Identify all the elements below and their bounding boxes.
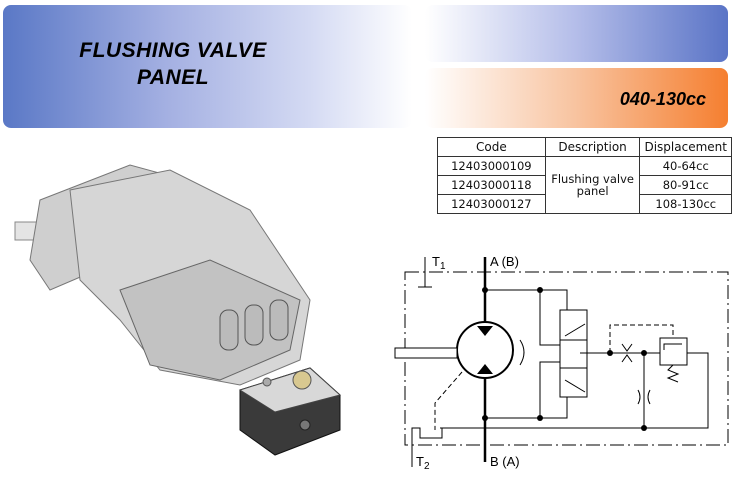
range-banner: 040-130cc [425,68,728,128]
port-a-label: A (B) [490,254,519,269]
t2-label: T2 [416,454,430,472]
frame [404,271,729,446]
decor-banner [425,5,728,62]
port-b-label: B (A) [490,454,520,469]
displacement-range: 040-130cc [619,89,706,109]
t1-label: T1 [432,254,446,272]
hydraulic-schematic: A (B) B (A) T1 T2 [394,254,729,472]
pump-illustration [14,164,342,456]
